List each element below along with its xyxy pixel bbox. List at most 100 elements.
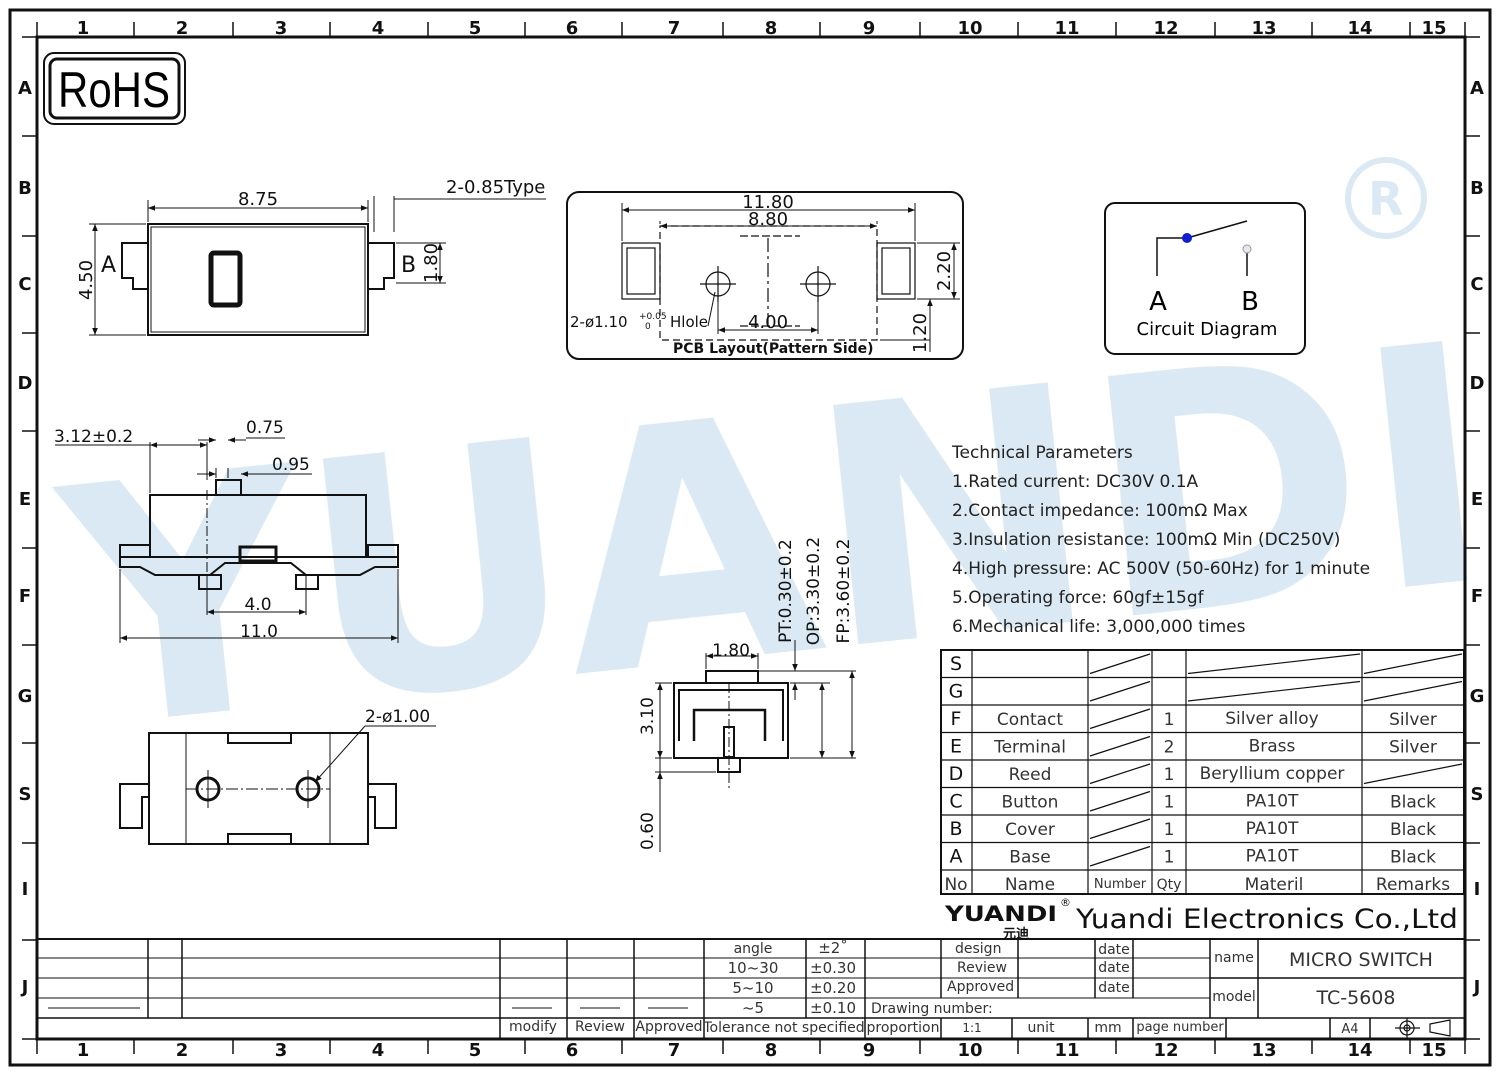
dim-width: 8.75 [238,189,278,210]
rev-modify: modify [509,1019,557,1035]
dim-pin-length: 0.60 [638,812,658,850]
frame-row-left: J [20,977,29,998]
bom-remarks-slash [1363,680,1463,702]
bom-row-no: A [950,846,963,868]
bom-material-slash [1187,653,1361,675]
frame-col-bottom: 3 [275,1040,288,1061]
frame-row-right: F [1471,586,1483,607]
bom-row-no: B [949,818,962,840]
bom-row-no: E [950,736,962,758]
bom-row-qty: 1 [1164,765,1175,785]
frame-row-left: A [18,78,32,99]
frame-col-top: 4 [372,18,385,39]
frame-col-bottom: 12 [1153,1040,1178,1061]
side-view-labels: 1.80 3.10 0.60 PT:0.30±0.2 OP:3.30±0.2 F… [638,537,854,850]
param-2: 2.Contact impedance: 100mΩ Max [952,501,1248,521]
company-logo: YUANDI [944,902,1057,926]
front-view [55,437,399,643]
tb-paper: A4 [1341,1022,1358,1037]
frame-col-top: 13 [1251,18,1276,39]
contact-dot-open [1242,244,1252,254]
frame-col-bottom: 14 [1347,1040,1372,1061]
frame-col-top: 1 [77,18,90,39]
tol-value: ±0.20 [810,979,856,997]
terminal-a-label: A [101,253,116,278]
tol-range: 10~30 [728,959,779,977]
dim-button-width: 1.80 [712,641,750,661]
bom-remarks-slash [1363,763,1463,785]
tb-model-label: model [1212,989,1256,1005]
bom-row-material: Silver alloy [1225,709,1318,729]
bom-material-slash [1187,680,1361,702]
tb-product-name: MICRO SWITCH [1289,949,1433,971]
bom-row-no: G [949,681,964,703]
frame-row-left: D [18,373,33,394]
frame-col-bottom: 9 [863,1040,876,1061]
pcb-caption: PCB Layout(Pattern Side) [673,341,874,357]
param-4: 4.High pressure: AC 500V (50-60Hz) for 1… [952,559,1371,579]
pcb-dim-h1: 2.20 [934,251,955,291]
bom-number-slash [1089,735,1151,757]
pcb-dim-h2: 1.20 [910,313,931,353]
company-bar: YUANDI 元迪 ® Yuandi Electronics Co.,Ltd [941,893,1464,942]
tb-review: Review [957,960,1007,976]
param-3: 3.Insulation resistance: 100mΩ Min (DC25… [952,530,1341,550]
frame-col-top: 5 [469,18,482,39]
bottom-view [119,725,436,845]
bom-row-material: PA10T [1246,819,1299,839]
circuit-a: A [1149,287,1167,317]
dim-body-height: 3.10 [638,697,658,735]
frame-row-right: E [1471,489,1483,510]
frame-col-top: 8 [765,18,778,39]
tol-range: 5~10 [732,979,773,997]
tol-value: ±2˚ [818,939,848,957]
tol-range: ~5 [742,999,764,1017]
bom-number-slash [1089,653,1151,675]
dim-pt: PT:0.30±0.2 [776,539,796,643]
bom-header-number: Number [1094,877,1147,892]
tb-date-1: date [1098,942,1130,958]
dim-pin-pitch: 4.0 [244,595,271,615]
bom-row-material: PA10T [1246,847,1299,867]
title-block-text: design Review Approved date date date na… [509,941,1433,1037]
tb-name-label: name [1214,950,1254,966]
dim-offset: 3.12±0.2 [54,427,133,447]
dim-op: OP:3.30±0.2 [804,537,824,646]
dim-terminal: 2-0.85Type [446,177,545,198]
frame-col-top: 12 [1153,18,1178,39]
circuit-caption: Circuit Diagram [1137,319,1278,340]
rohs-logo: RoHS [43,52,186,125]
frame-row-left: F [19,586,31,607]
bom-row-remarks: Silver [1389,738,1437,758]
tb-page-number: page number [1136,1020,1224,1035]
bom-header-remarks: Remarks [1376,875,1450,895]
circuit-b: B [1241,287,1259,317]
frame-row-left: I [22,879,29,900]
bom-number-slash [1089,680,1151,702]
frame-row-left: E [19,489,31,510]
frame-col-bottom: 15 [1421,1040,1446,1061]
frame-col-top: 2 [176,18,189,39]
dim-holes: 2-ø1.00 [365,707,430,727]
bom-row-qty: 1 [1164,848,1175,868]
bom-row-name: Cover [1005,820,1055,840]
frame-col-top: 7 [668,18,681,39]
bom-row-qty: 1 [1164,793,1175,813]
dim-height: 4.50 [76,260,97,300]
frame-row-left: B [18,178,32,199]
frame-col-top: 11 [1054,18,1079,39]
tb-date-3: date [1098,980,1130,996]
bom-row-name: Terminal [993,738,1066,758]
bom-row-no: F [951,708,962,730]
frame-row-left: S [19,784,32,805]
bom-header-name: Name [1005,875,1055,895]
dim-075: 0.75 [246,418,284,438]
bom-row-qty: 2 [1164,738,1175,758]
bom-row-material: PA10T [1246,792,1299,812]
dim-fp: FP:3.60±0.2 [834,539,854,644]
bom-remarks-slash [1363,653,1463,675]
dim-overall: 11.0 [240,622,278,642]
svg-text:R: R [1368,172,1403,226]
frame-col-top: 15 [1421,18,1446,39]
